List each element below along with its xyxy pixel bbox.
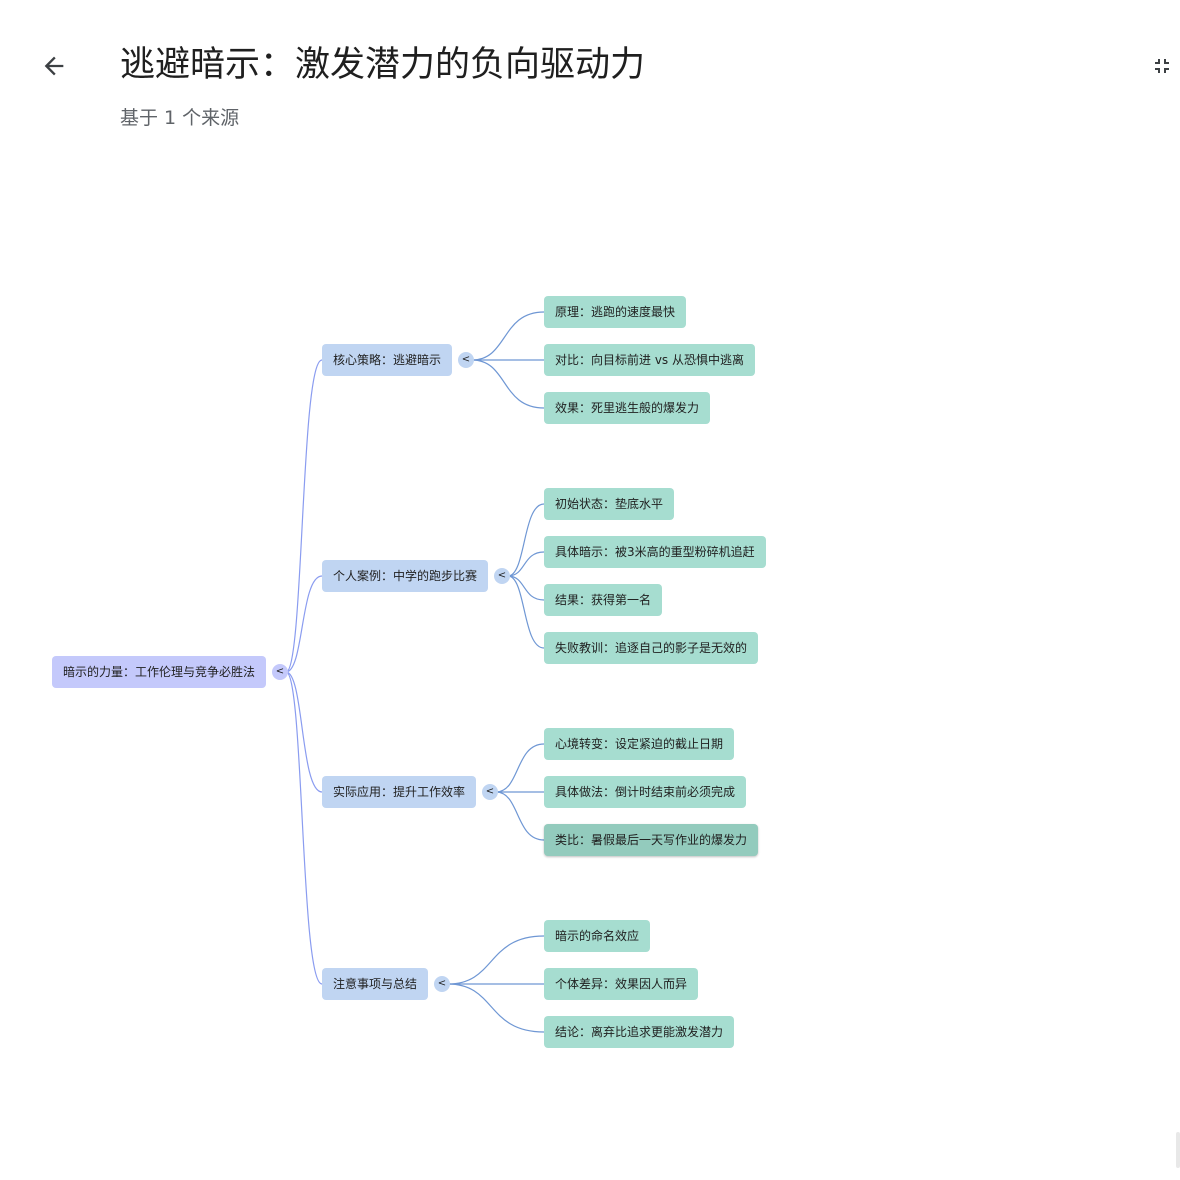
branch-to-leaf-edge [471, 359, 545, 409]
root-to-branch-edge [285, 575, 323, 673]
back-button[interactable] [36, 48, 72, 84]
scrollbar-thumb[interactable] [1176, 1132, 1180, 1168]
mind-map-leaf-node[interactable]: 初始状态：垫底水平 [544, 488, 675, 520]
mind-map-leaf-node[interactable]: 具体暗示：被3米高的重型粉碎机追赶 [544, 536, 766, 568]
mind-map-leaf-node[interactable]: 对比：向目标前进 vs 从恐惧中逃离 [544, 344, 755, 376]
branch-to-leaf-edge [507, 575, 545, 601]
branch-to-leaf-edge [471, 311, 545, 361]
collapse-root-toggle[interactable]: < [272, 664, 288, 680]
root-to-branch-edge [285, 671, 323, 793]
root-to-branch-edge [285, 359, 323, 673]
arrow-left-icon [44, 56, 64, 76]
branch-to-leaf-edge [447, 935, 545, 985]
collapse-button[interactable] [1146, 50, 1178, 82]
branch-to-leaf-edge [495, 743, 545, 793]
mind-map-leaf-node[interactable]: 类比：暑假最后一天写作业的爆发力 [544, 824, 759, 856]
collapse-branch-toggle[interactable]: < [482, 784, 498, 800]
collapse-fullscreen-icon [1155, 59, 1169, 73]
mind-map-leaf-node[interactable]: 失败教训：追逐自己的影子是无效的 [544, 632, 759, 664]
mind-map-leaf-node[interactable]: 个体差异：效果因人而异 [544, 968, 699, 1000]
branch-to-leaf-edge [447, 983, 545, 1033]
mind-map-leaf-node[interactable]: 结果：获得第一名 [544, 584, 663, 616]
page-title: 逃避暗示：激发潜力的负向驱动力 [120, 45, 646, 85]
branch-to-leaf-edge [507, 551, 545, 577]
mind-map-leaf-node[interactable]: 心境转变：设定紧迫的截止日期 [544, 728, 735, 760]
branch-to-leaf-edge [495, 791, 545, 841]
collapse-branch-toggle[interactable]: < [458, 352, 474, 368]
mind-map-root-node[interactable]: 暗示的力量：工作伦理与竞争必胜法 [52, 656, 267, 688]
collapse-branch-toggle[interactable]: < [434, 976, 450, 992]
mind-map-branch-node[interactable]: 注意事项与总结 [322, 968, 429, 1000]
root-to-branch-edge [285, 671, 323, 985]
mind-map-leaf-node[interactable]: 具体做法：倒计时结束前必须完成 [544, 776, 747, 808]
mind-map-branch-node[interactable]: 个人案例：中学的跑步比赛 [322, 560, 489, 592]
mind-map-branch-node[interactable]: 实际应用：提升工作效率 [322, 776, 477, 808]
branch-to-leaf-edge [507, 575, 545, 649]
mind-map-leaf-node[interactable]: 效果：死里逃生般的爆发力 [544, 392, 711, 424]
mind-map-leaf-node[interactable]: 结论：离弃比追求更能激发潜力 [544, 1016, 735, 1048]
mind-map-leaf-node[interactable]: 原理：逃跑的速度最快 [544, 296, 687, 328]
collapse-branch-toggle[interactable]: < [494, 568, 510, 584]
source-count: 基于 1 个来源 [120, 107, 240, 129]
mind-map-branch-node[interactable]: 核心策略：逃避暗示 [322, 344, 453, 376]
branch-to-leaf-edge [507, 503, 545, 577]
mind-map-leaf-node[interactable]: 暗示的命名效应 [544, 920, 651, 952]
